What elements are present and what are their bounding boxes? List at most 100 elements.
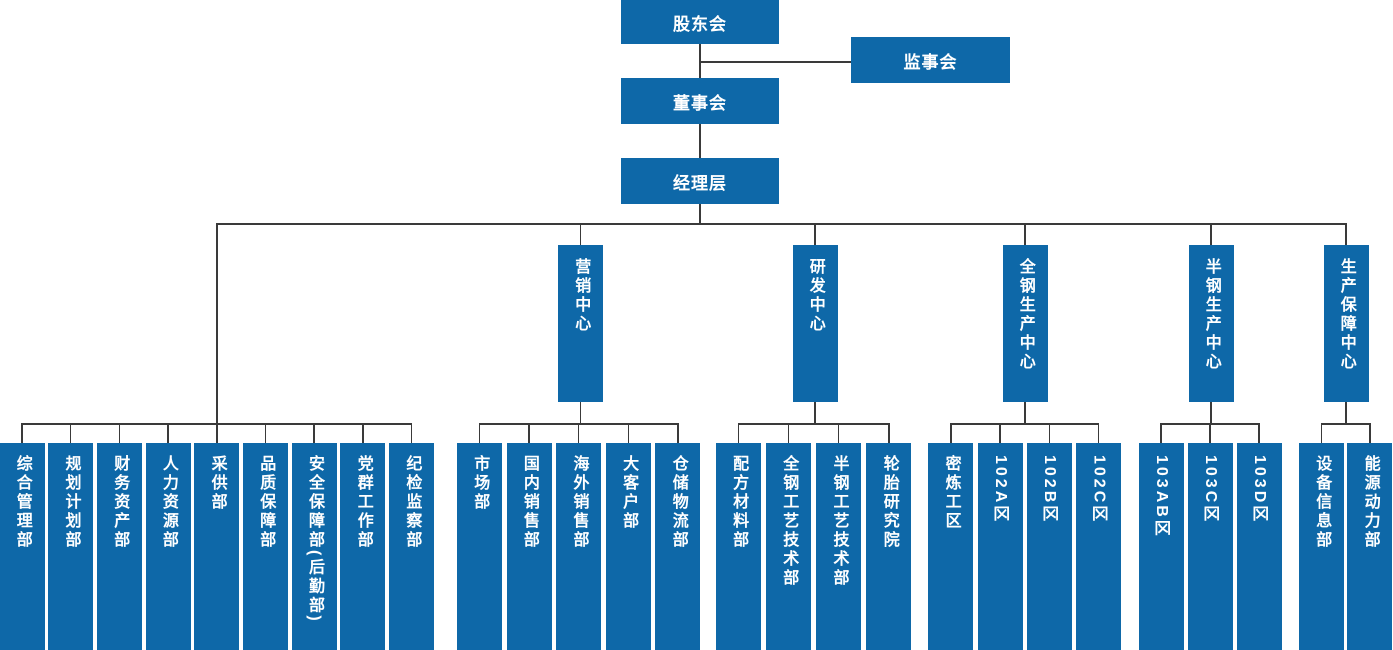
node-label: 董事会 <box>673 93 727 113</box>
node-department: 市场部 <box>457 443 502 650</box>
connector-line <box>216 223 1347 225</box>
node-label: 品质保障部 <box>257 455 275 550</box>
node-label: 密炼工区 <box>942 455 960 531</box>
node-department: 党群工作部 <box>340 443 386 650</box>
node-label: 纪检监察部 <box>403 455 421 550</box>
connector-line <box>950 424 952 443</box>
connector-line <box>478 424 481 443</box>
connector-line <box>699 61 852 63</box>
node-department: 安全保障部(后勤部) <box>291 443 337 650</box>
connector-line <box>167 424 169 443</box>
node-all-steel-production-center: 全钢生产中心 <box>1002 245 1048 402</box>
connector-line <box>787 424 790 443</box>
connector-line <box>69 424 72 443</box>
connector-line <box>627 424 630 443</box>
node-label: 全钢工艺技术部 <box>780 455 798 588</box>
node-department: 财务资产部 <box>96 443 142 650</box>
node-label: 103C区 <box>1201 455 1219 525</box>
node-department: 纪检监察部 <box>389 443 435 650</box>
node-department: 全钢工艺技术部 <box>766 443 811 650</box>
node-department: 配方材料部 <box>715 443 761 650</box>
connector-line <box>737 423 890 425</box>
node-rnd-center: 研发中心 <box>792 245 838 402</box>
connector-line <box>1369 424 1371 443</box>
connector-line <box>577 424 580 443</box>
node-department: 能源动力部 <box>1347 443 1393 650</box>
connector-line <box>699 124 701 158</box>
node-department: 设备信息部 <box>1299 443 1344 650</box>
node-department: 103D区 <box>1236 443 1282 650</box>
node-department: 品质保障部 <box>243 443 288 650</box>
connector-line <box>1210 402 1212 424</box>
node-label: 轮胎研究院 <box>880 455 898 550</box>
node-department: 国内销售部 <box>506 443 552 650</box>
connector-line <box>888 424 890 443</box>
node-label: 仓储物流部 <box>669 455 687 550</box>
connector-line <box>21 424 23 443</box>
connector-line <box>579 224 582 245</box>
node-label: 大客户部 <box>620 455 638 531</box>
node-department: 密炼工区 <box>928 443 974 650</box>
node-label: 综合管理部 <box>13 455 31 550</box>
node-department: 采供部 <box>194 443 240 650</box>
node-label: 半钢生产中心 <box>1202 258 1220 372</box>
connector-line <box>313 424 315 443</box>
node-production-support-center: 生产保障中心 <box>1323 245 1369 402</box>
connector-line <box>1345 224 1347 245</box>
connector-line <box>118 424 121 443</box>
node-department: 102B区 <box>1026 443 1072 650</box>
node-label: 规划计划部 <box>62 455 80 550</box>
connector-line <box>1209 424 1211 443</box>
connector-line <box>1024 224 1026 245</box>
node-label: 党群工作部 <box>354 455 372 550</box>
connector-line <box>1024 402 1026 424</box>
node-label: 研发中心 <box>806 258 824 334</box>
connector-line <box>999 424 1001 443</box>
connector-line <box>1320 423 1371 425</box>
connector-line <box>814 402 816 424</box>
node-semi-steel-production-center: 半钢生产中心 <box>1188 245 1234 402</box>
node-department: 103C区 <box>1187 443 1233 650</box>
node-department: 人力资源部 <box>145 443 191 650</box>
connector-line <box>216 424 218 443</box>
node-department: 大客户部 <box>605 443 651 650</box>
connector-line <box>362 424 364 443</box>
connector-line <box>814 224 816 245</box>
connector-line <box>579 402 582 424</box>
node-label: 安全保障部(后勤部) <box>305 455 323 624</box>
node-label: 半钢工艺技术部 <box>830 455 848 588</box>
connector-line <box>1160 424 1162 443</box>
node-label: 生产保障中心 <box>1337 258 1355 372</box>
node-department: 仓储物流部 <box>655 443 701 650</box>
connector-line <box>1345 402 1347 424</box>
connector-line <box>1320 424 1323 443</box>
node-department: 海外销售部 <box>556 443 602 650</box>
connector-line <box>699 44 701 78</box>
node-label: 能源动力部 <box>1361 455 1379 550</box>
node-label: 103AB区 <box>1152 455 1170 539</box>
node-label: 营销中心 <box>572 258 590 334</box>
node-label: 102C区 <box>1090 455 1108 525</box>
connector-line <box>410 424 413 443</box>
node-board-of-directors: 董事会 <box>621 78 779 124</box>
connector-line <box>1258 424 1260 443</box>
node-label: 103D区 <box>1250 455 1268 525</box>
node-label: 财务资产部 <box>111 455 129 550</box>
connector-line <box>837 424 840 443</box>
node-department: 102C区 <box>1076 443 1122 650</box>
node-label: 海外销售部 <box>570 455 588 550</box>
node-label: 配方材料部 <box>730 455 748 550</box>
node-department: 102A区 <box>977 443 1023 650</box>
node-department: 综合管理部 <box>0 443 45 650</box>
node-label: 国内销售部 <box>520 455 538 550</box>
connector-line <box>699 204 701 224</box>
node-management-level: 经理层 <box>621 158 779 204</box>
connector-line <box>216 224 218 424</box>
connector-line <box>528 424 530 443</box>
connector-line <box>677 424 679 443</box>
node-label: 监事会 <box>903 52 958 72</box>
node-label: 股东会 <box>673 14 727 34</box>
node-label: 全钢生产中心 <box>1016 258 1034 372</box>
node-label: 人力资源部 <box>159 455 177 550</box>
